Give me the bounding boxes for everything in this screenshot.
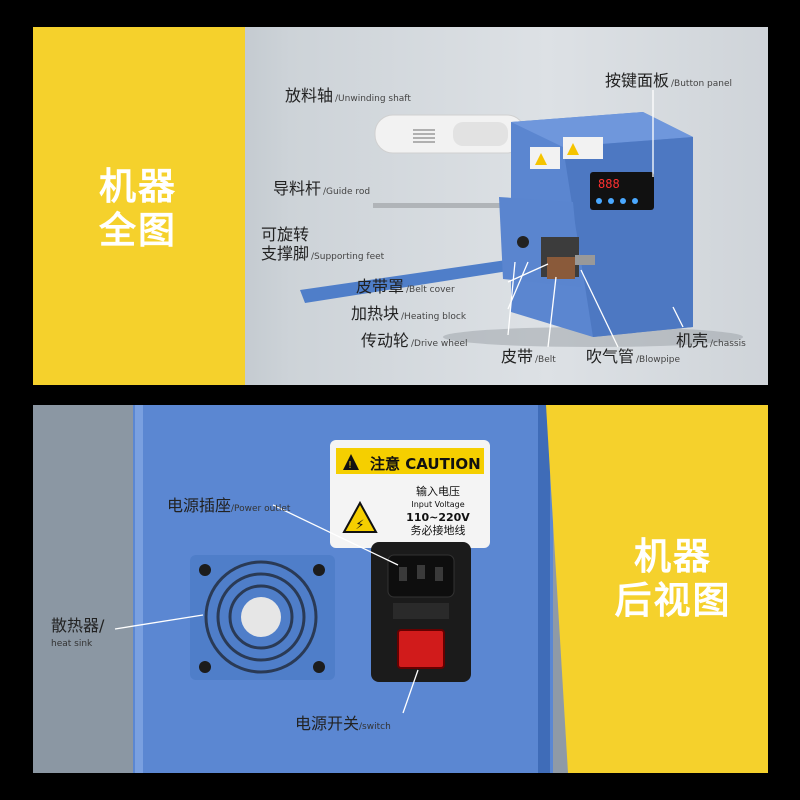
label-heat-sink: 散热器/ heat sink: [51, 616, 105, 650]
power-switch: [397, 629, 445, 669]
belt-shape: [547, 257, 575, 279]
label-power-switch: 电源开关/switch: [295, 714, 391, 733]
overview-title: 机器 全图: [99, 165, 177, 252]
label-supporting-feet: 可旋转 支撑脚/Supporting feet: [261, 225, 385, 263]
svg-text:!: !: [348, 460, 352, 471]
label-belt: 皮带/Belt: [501, 347, 556, 366]
label-power-outlet: 电源插座/Power outlet: [167, 496, 291, 515]
label-button-panel: 按键面板/Button panel: [605, 71, 733, 90]
yellow-title-block: [546, 405, 768, 773]
machine-front-illustration: 888: [300, 90, 743, 348]
svg-text:⚡: ⚡: [355, 518, 364, 533]
label-guide-rod: 导料杆/Guide rod: [273, 179, 371, 198]
sticker-caution-title: 注意 CAUTION: [370, 455, 481, 473]
guide-rod-shape: [373, 203, 513, 208]
rear-view-title: 机器 后视图: [614, 535, 732, 622]
sticker-voltage-text: 输入电压 Input Voltage 110~220V 务必接地线: [406, 485, 470, 537]
heat-sink-grille: [204, 560, 318, 674]
label-blowpipe: 吹气管/Blowpipe: [586, 347, 681, 366]
svg-text:888: 888: [598, 177, 620, 191]
machine-rear-illustration: ! ⚡: [33, 405, 768, 773]
yellow-title-block: [33, 27, 245, 385]
label-belt-cover: 皮带罩/Belt cover: [356, 277, 455, 296]
drive-wheel-shape: [517, 236, 529, 248]
supporting-foot-shape: [300, 259, 521, 303]
machine-rear-panel: ! ⚡ 注意 CAUTION 输入电压 Input Voltage: [33, 405, 768, 773]
machine-overview-panel: 机器 全图 888: [33, 27, 768, 385]
label-chassis: 机壳/chassis: [676, 331, 746, 350]
blowpipe-shape: [575, 255, 595, 265]
label-drive-wheel: 传动轮/Drive wheel: [361, 331, 468, 350]
label-unwinding-shaft: 放料轴/Unwinding shaft: [285, 86, 411, 105]
button-panel-shape: [590, 172, 654, 210]
label-heating-block: 加热块/Heating block: [351, 304, 467, 323]
